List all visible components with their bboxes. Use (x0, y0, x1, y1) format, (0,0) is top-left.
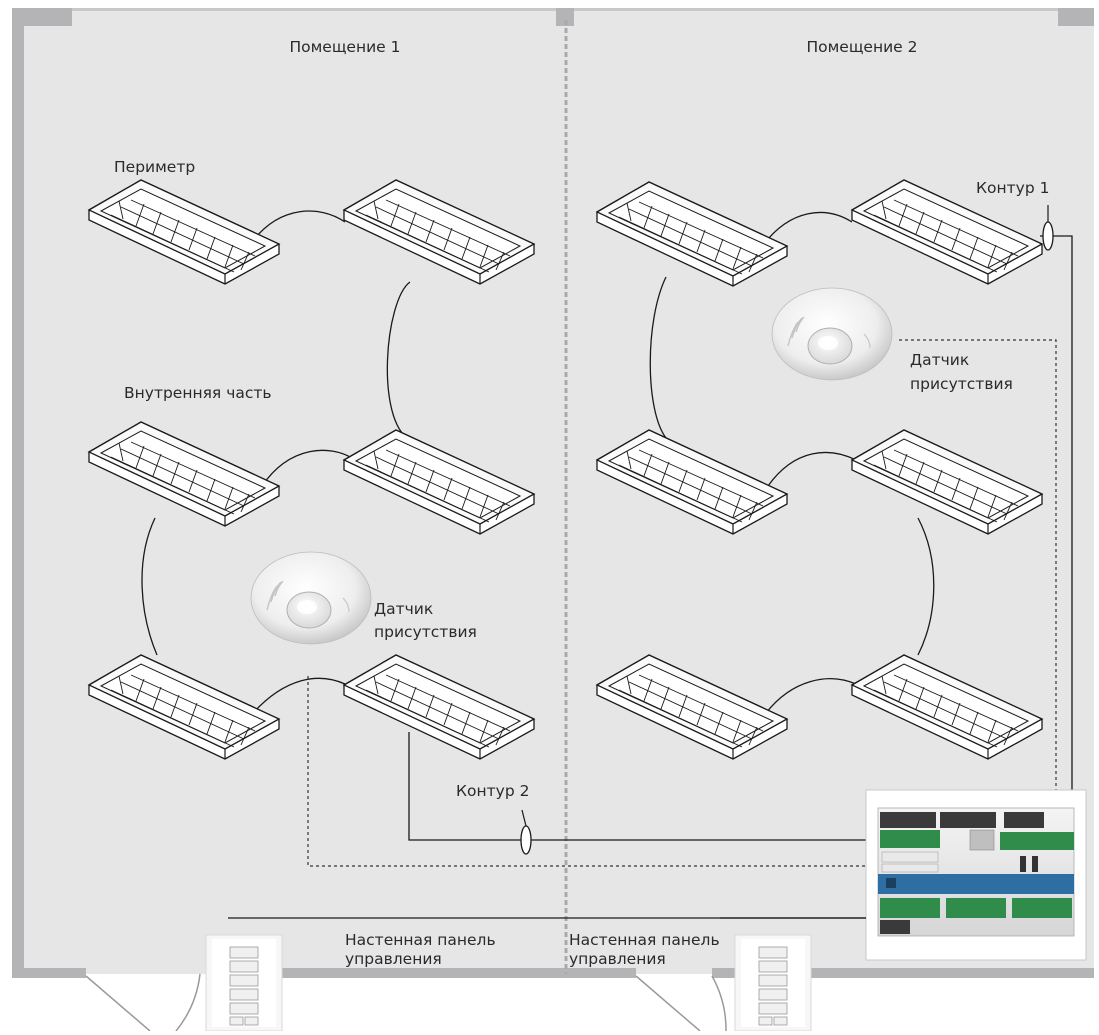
door-swings (85, 973, 727, 1032)
walls (12, 8, 1094, 978)
wiring-curves (141, 210, 935, 714)
occupancy-sensor-icon (771, 287, 893, 381)
circuit-1-label: Контур 1 (976, 179, 1049, 197)
wall-control-panel-icon (205, 934, 283, 1032)
sensor-room2-label: Датчик присутствия (910, 351, 1013, 393)
lighting-controller-icon (865, 789, 1087, 961)
sensor-connections (307, 339, 1057, 867)
room-1-title: Помещение 1 (289, 38, 400, 56)
sensor-room1-label: Датчик присутствия (374, 600, 477, 641)
wall-control-panel-icon (734, 934, 812, 1032)
wall-panel-2-label: Настенная панель управления (569, 931, 725, 968)
sensor-room1-line2: присутствия (374, 623, 477, 641)
circuit-2-wiring (408, 732, 866, 855)
circuit-2-label: Контур 2 (456, 782, 529, 800)
wall-panel-2-line1: Настенная панель (569, 931, 720, 949)
wall-panel-1-line1: Настенная панель (345, 931, 496, 949)
occupancy-sensor-icon (250, 551, 372, 645)
wall-panel-1-label: Настенная панель управления (345, 931, 501, 968)
interior-label: Внутренняя часть (124, 384, 272, 402)
sensor-room1-line1: Датчик (374, 600, 433, 618)
wall-panel-2-line2: управления (569, 950, 666, 968)
perimeter-label: Периметр (114, 158, 195, 176)
sensor-room2-line1: Датчик (910, 351, 969, 369)
sensor-room2-line2: присутствия (910, 375, 1013, 393)
room-2-title: Помещение 2 (806, 38, 917, 56)
wall-panel-1-line2: управления (345, 950, 442, 968)
